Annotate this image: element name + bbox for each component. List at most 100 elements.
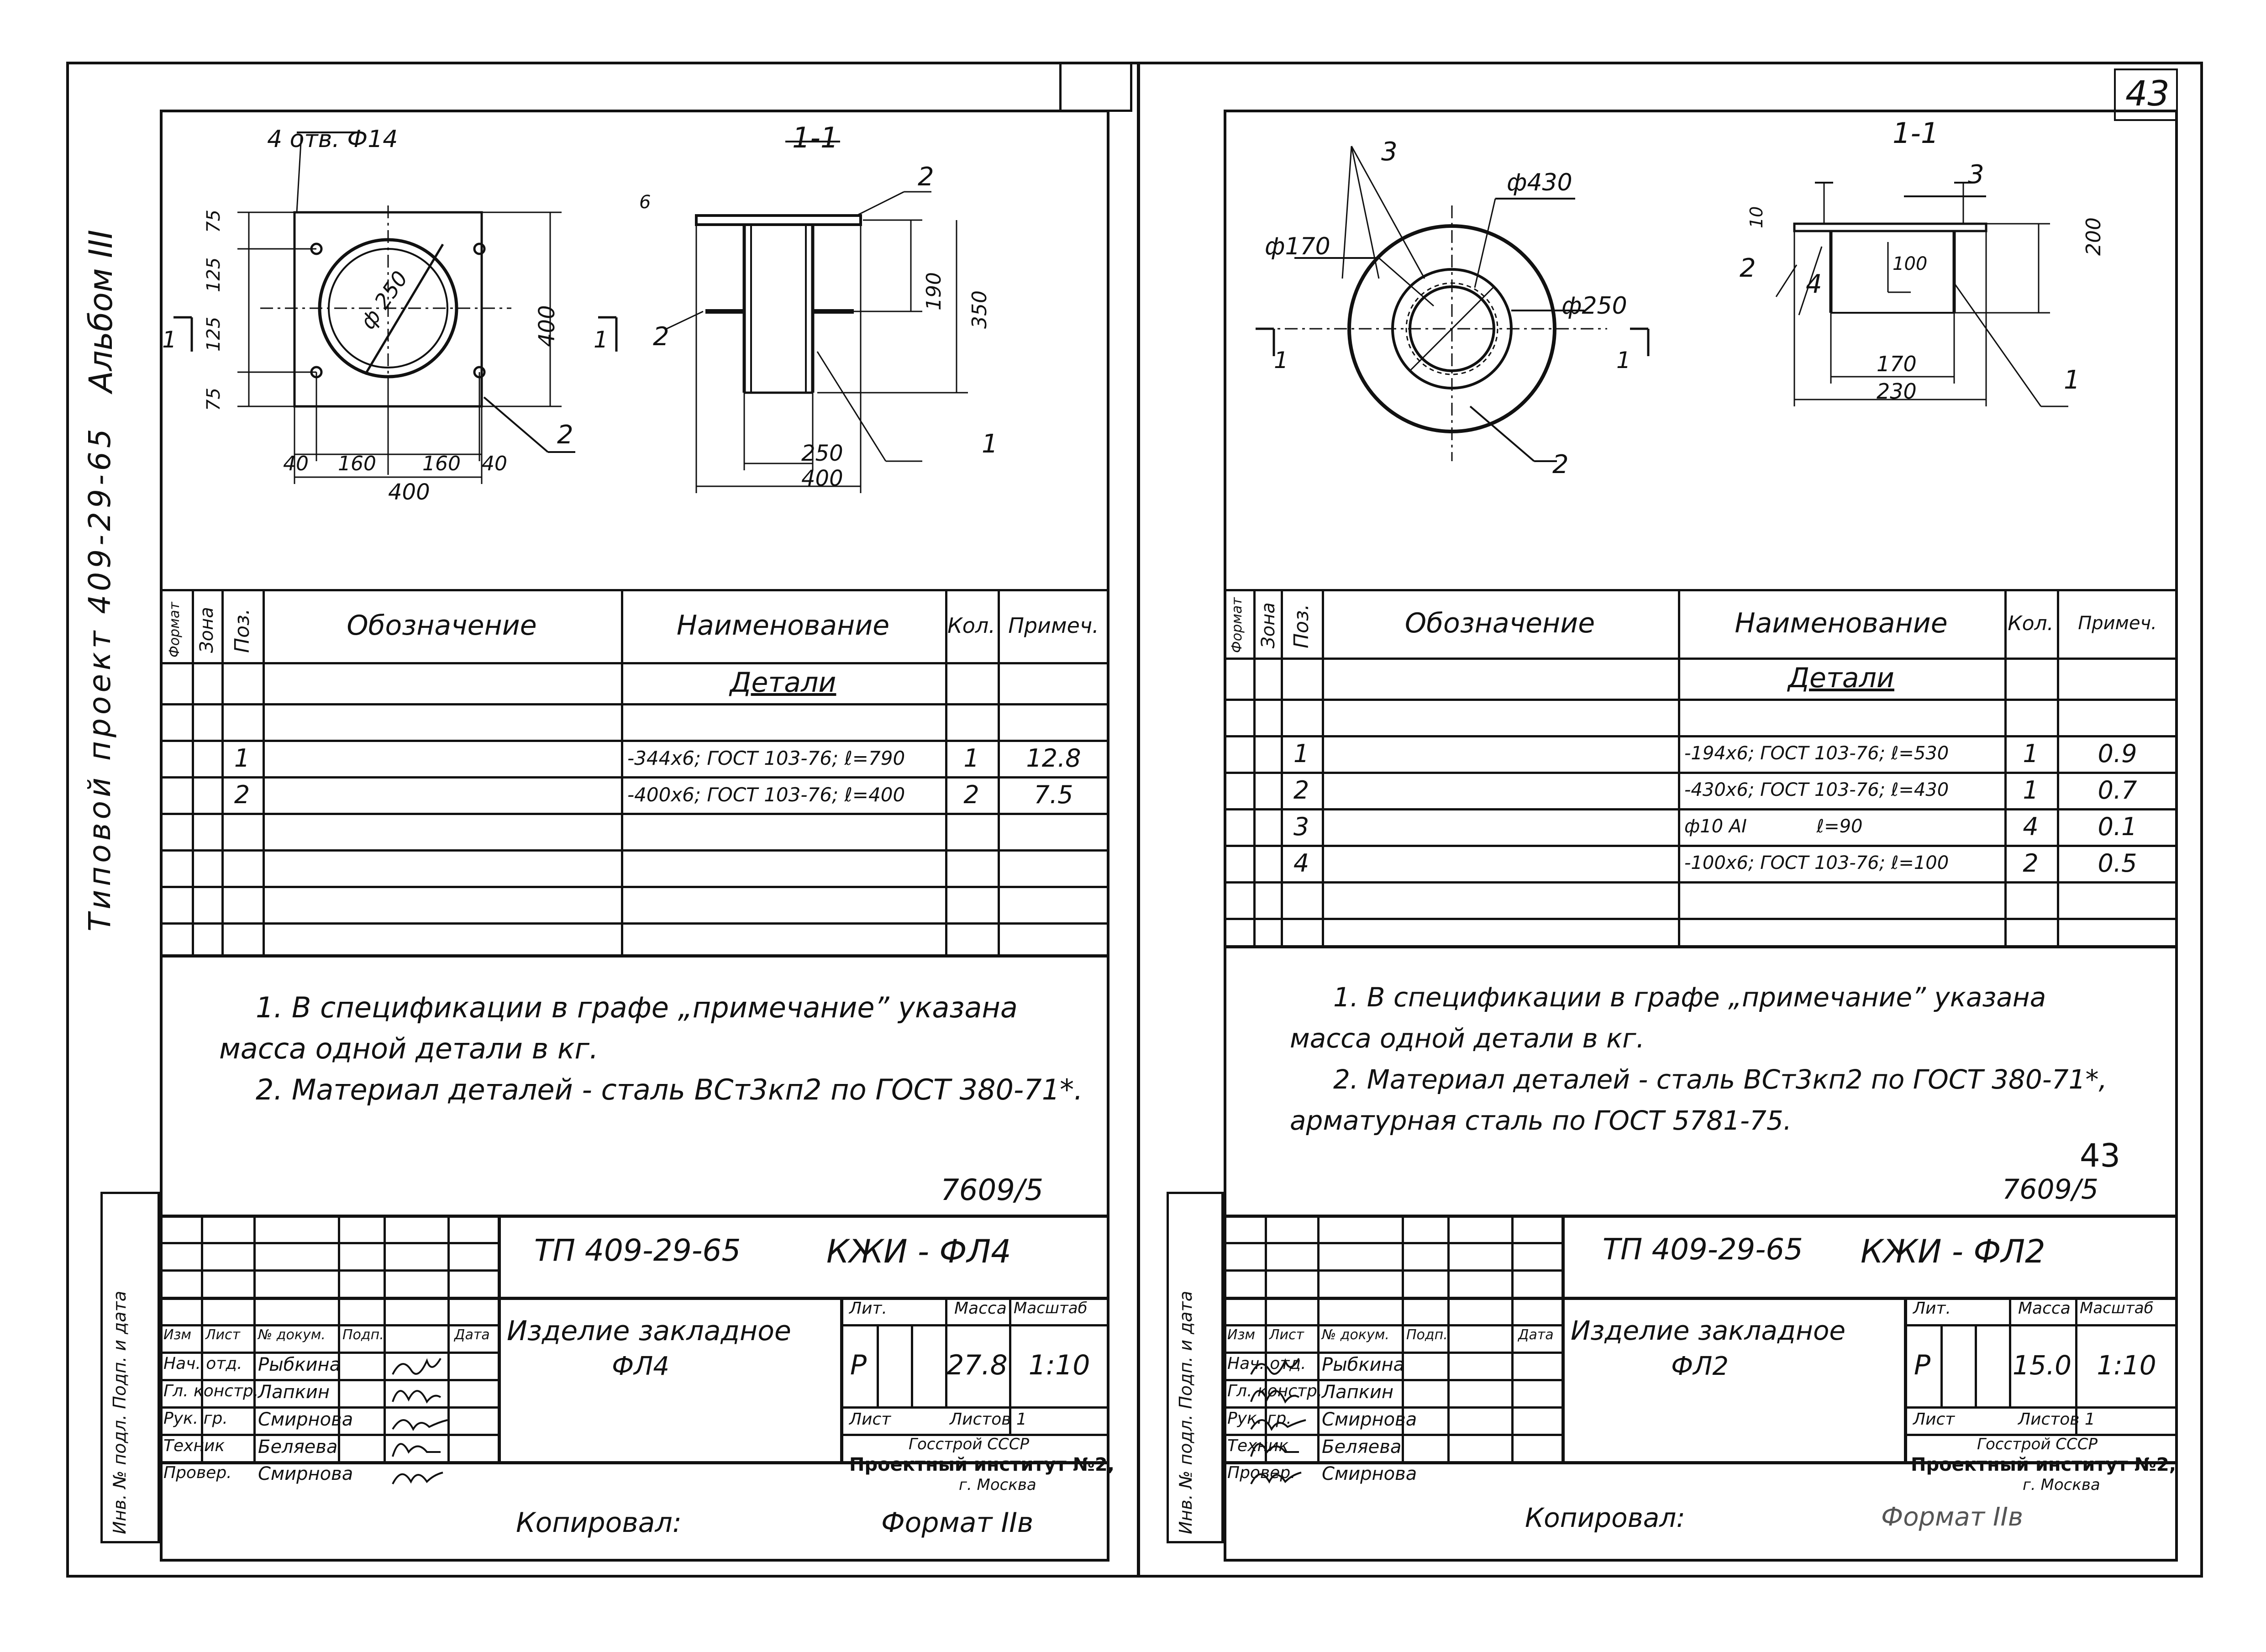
sheet-label: Лист — [1913, 1410, 1955, 1429]
signer-name: Лапкин — [1322, 1382, 1394, 1403]
left-top-tab — [1059, 62, 1132, 112]
org-line: Госстрой СССР — [909, 1435, 1029, 1453]
sheet-label: Лист — [849, 1410, 891, 1429]
sheet-code: 7609/5 — [941, 1173, 1044, 1207]
dim-label: 400 — [388, 479, 430, 505]
mass-label: Масса — [954, 1299, 1007, 1318]
left-drawing — [173, 132, 968, 493]
cut-mark: 1 — [1274, 347, 1288, 374]
row-name: -400х6; ГОСТ 103-76; ℓ=400 — [627, 783, 905, 806]
note-line: 2. Материал деталей - сталь ВСт3кп2 по Г… — [1333, 1064, 2107, 1095]
format-label: Формат IIв — [1881, 1502, 2024, 1532]
row-qty: 2 — [963, 780, 979, 809]
col-head: Дата — [1518, 1327, 1554, 1343]
diameter-label: ф430 — [1507, 169, 1572, 196]
cut-mark: 1 — [594, 326, 608, 353]
row-name: -430х6; ГОСТ 103-76; ℓ=430 — [1684, 779, 1949, 800]
col-header-note: Примеч. — [2078, 613, 2157, 634]
col-head: Лист — [1269, 1327, 1304, 1343]
sheets-label: Листов 1 — [950, 1410, 1027, 1429]
col-head: Изм — [1227, 1327, 1256, 1343]
side-stamp — [100, 1192, 160, 1543]
col-header-qty: Кол. — [947, 613, 995, 638]
leader-label: 4 — [1806, 269, 1822, 299]
dim-label: 6 — [639, 192, 651, 213]
row-pos: 2 — [1293, 775, 1309, 805]
dim-label: 40 — [283, 452, 309, 475]
right-drawing — [1256, 146, 2068, 462]
mass-value: 27.8 — [946, 1349, 1008, 1381]
row-qty: 1 — [963, 743, 979, 773]
note-line: арматурная сталь по ГОСТ 5781-75. — [1290, 1105, 1792, 1136]
lit-label: Лит. — [1913, 1299, 1951, 1318]
role: Техник — [163, 1436, 225, 1455]
format-label: Формат IIв — [881, 1507, 1034, 1539]
mass-value: 15.0 — [2012, 1350, 2072, 1381]
cut-mark: 1 — [1616, 347, 1631, 374]
col-head: № докум. — [258, 1327, 326, 1343]
page-number: 43 — [2125, 73, 2170, 114]
dim-label: 230 — [1877, 379, 1917, 404]
dim-label: 160 — [338, 452, 376, 475]
signer-name: Рыбкина — [1322, 1354, 1405, 1375]
dim-label: 400 — [801, 466, 843, 491]
row-name: -344х6; ГОСТ 103-76; ℓ=790 — [627, 747, 905, 769]
row-pos: 2 — [234, 780, 250, 809]
scale-label: Масштаб — [1014, 1299, 1088, 1317]
row-note: 0.1 — [2098, 812, 2137, 841]
lit-value: Р — [850, 1349, 867, 1381]
leader-label: 2 — [1740, 253, 1756, 283]
row-note: 0.9 — [2098, 739, 2137, 768]
row-qty: 2 — [2023, 848, 2039, 878]
col-head: Лист — [205, 1327, 241, 1343]
sheet-divider — [1137, 62, 1140, 1578]
signer-name: Лапкин — [258, 1382, 330, 1403]
doc-code: ТП 409-29-65 — [1603, 1233, 1803, 1267]
item-mark: ФЛ2 — [1671, 1352, 1729, 1381]
leader-label: 2 — [1552, 450, 1569, 479]
item-name: Изделие закладное — [1571, 1315, 1846, 1346]
row-pos: 4 — [1293, 848, 1309, 878]
dim-label: 40 — [482, 452, 507, 475]
scale-label: Масштаб — [2080, 1299, 2154, 1317]
section-title: Детали — [1788, 662, 1894, 694]
col-head: Подп. — [1406, 1327, 1448, 1343]
item-mark: ФЛ4 — [612, 1352, 669, 1381]
mass-label: Масса — [2018, 1299, 2071, 1318]
row-pos: 3 — [1293, 812, 1309, 841]
dim-label: 170 — [1877, 352, 1917, 376]
sheets-label: Листов 1 — [2018, 1410, 2095, 1429]
leader-label: 2 — [653, 322, 669, 352]
note-line: 1. В спецификации в графе „примечание” у… — [1333, 982, 2046, 1013]
row-qty: 1 — [2023, 775, 2039, 805]
outer-frame — [66, 62, 2203, 1578]
leader-label: 1 — [2064, 365, 2080, 395]
role: Рук. гр. — [163, 1409, 228, 1428]
section-label: 1-1 — [792, 121, 839, 154]
dim-label: 100 — [1893, 253, 1928, 274]
section-title: Детали — [730, 667, 836, 699]
dim-label: 250 — [801, 441, 843, 466]
signer-name: Смирнова — [258, 1463, 353, 1484]
leader-label: 3 — [1968, 160, 1984, 189]
leader-label: 2 — [918, 162, 934, 192]
leader-label: 2 — [557, 420, 573, 450]
page-number-handwritten: 43 — [2080, 1137, 2121, 1174]
item-code: КЖИ - ФЛ2 — [1861, 1233, 2045, 1270]
row-name: ф10 АI ℓ=90 — [1684, 816, 1863, 837]
org-line: г. Москва — [2023, 1476, 2100, 1494]
row-pos: 1 — [1293, 739, 1309, 768]
row-note: 7.5 — [1034, 780, 1073, 809]
col-head: Подп. — [342, 1327, 384, 1343]
role: Нач. отд. — [163, 1354, 242, 1373]
copied-label: Копировал: — [1525, 1502, 1685, 1533]
row-note: 0.5 — [2098, 848, 2137, 878]
note-line: масса одной детали в кг. — [1290, 1023, 1645, 1054]
role: Гл. констр. — [163, 1382, 259, 1400]
lit-value: Р — [1914, 1349, 1931, 1381]
scale-value: 1:10 — [2097, 1350, 2156, 1381]
diameter-label: ф170 — [1265, 233, 1330, 260]
cut-mark: 1 — [162, 326, 177, 353]
scale-value: 1:10 — [1028, 1349, 1090, 1381]
